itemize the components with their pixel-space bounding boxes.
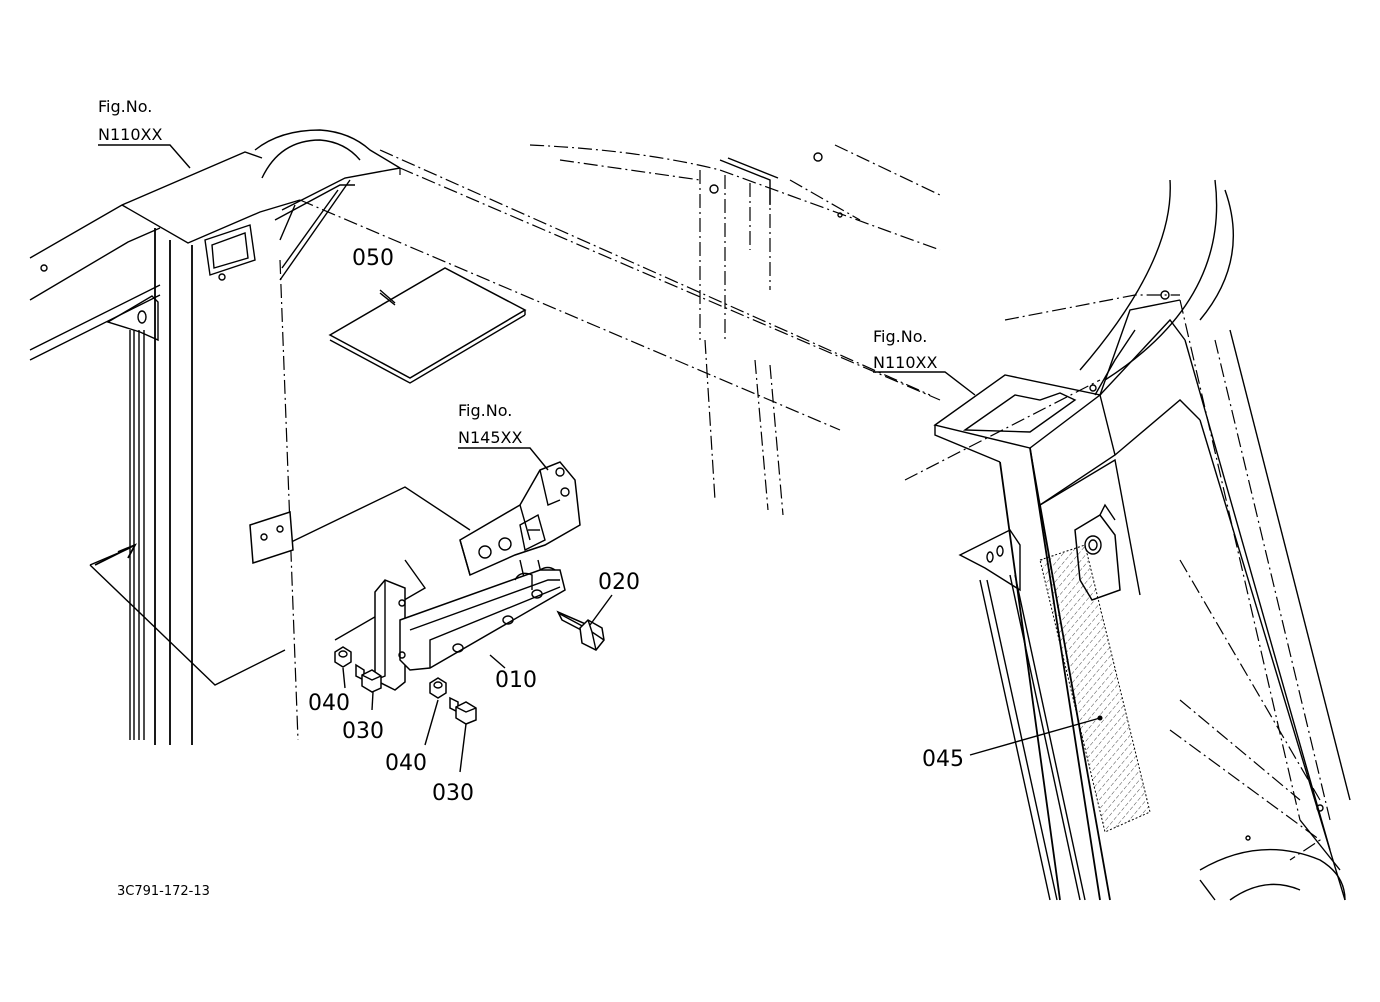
part-050-manual	[328, 267, 527, 384]
callout-030-b: 030	[432, 781, 474, 806]
callout-050: 050	[352, 246, 394, 271]
callout-040-a: 040	[308, 691, 350, 716]
callout-010: 010	[495, 668, 537, 693]
mount-area-outline	[89, 486, 551, 686]
fig-ref-number: N110XX	[98, 125, 162, 144]
fig-ref-number: N145XX	[458, 428, 522, 447]
hinge-assembly	[459, 461, 581, 591]
part-030-bolt-a	[355, 663, 382, 693]
callout-040-b: 040	[385, 751, 427, 776]
mount-plate	[249, 510, 294, 565]
fig-ref-middle: Fig.No. N145XX	[458, 401, 522, 447]
part-040-nut-b	[429, 677, 447, 699]
cab-frame-left	[29, 129, 941, 745]
part-040-nut-a	[334, 646, 352, 668]
part-010-bracket	[374, 566, 566, 691]
fig-ref-number: N110XX	[873, 353, 937, 372]
drawing-code: 3C791-172-13	[117, 884, 210, 899]
fig-ref-label: Fig.No.	[458, 401, 512, 420]
part-045-decal	[1039, 544, 1151, 833]
fig-ref-right: Fig.No. N110XX	[873, 327, 937, 372]
callout-030-a: 030	[342, 719, 384, 744]
fig-ref-top-left: Fig.No. N110XX	[98, 97, 162, 144]
part-030-bolt-b	[449, 696, 477, 725]
fig-ref-label: Fig.No.	[873, 327, 927, 346]
callout-020: 020	[598, 570, 640, 595]
leader-lines	[98, 144, 1103, 773]
part-020-bolt	[556, 610, 605, 651]
fig-ref-label: Fig.No.	[98, 97, 152, 116]
callout-045: 045	[922, 747, 964, 772]
